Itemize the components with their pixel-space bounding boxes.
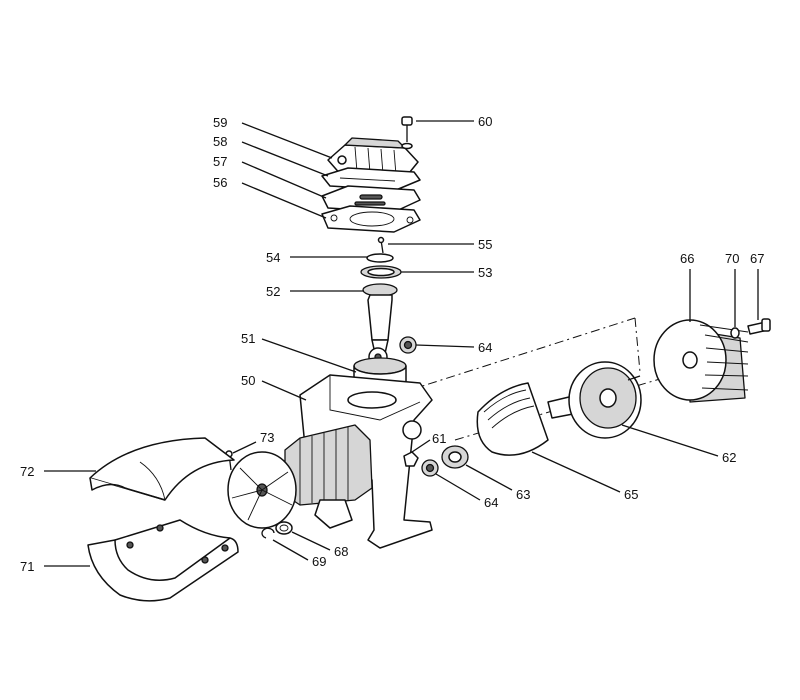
- callout-73: 73: [260, 430, 274, 445]
- callout-68: 68: [334, 544, 348, 559]
- callout-58: 58: [213, 134, 227, 149]
- part-52-connecting-rod: [362, 283, 398, 367]
- callout-60: 60: [478, 114, 492, 129]
- callout-54: 54: [266, 250, 280, 265]
- assembly-axis-lines: [409, 317, 691, 441]
- part-65-drive-belt: [476, 382, 549, 456]
- callout-71: 71: [20, 559, 34, 574]
- callout-67: 67: [750, 251, 764, 266]
- motor-fan: [227, 451, 297, 529]
- callout-59: 59: [213, 115, 227, 130]
- callout-57: 57: [213, 154, 227, 169]
- callout-70: 70: [725, 251, 739, 266]
- callout-50: 50: [241, 373, 255, 388]
- callout-61: 61: [432, 431, 446, 446]
- callout-66: 66: [680, 251, 694, 266]
- part-54-piston-disc: [366, 253, 394, 263]
- callout-labels: 59 58 57 56 60 55 54 53 52 51 64 50 66 7…: [20, 114, 764, 574]
- callout-69: 69: [312, 554, 326, 569]
- callout-65: 65: [624, 487, 638, 502]
- leader-lines: [44, 120, 759, 567]
- part-58-head-gasket: [321, 167, 421, 191]
- part-66-flywheel: [653, 319, 749, 403]
- callout-52: 52: [266, 284, 280, 299]
- motor-stator-rotor: [284, 424, 373, 529]
- part-55-circlip: [377, 236, 385, 254]
- callout-56: 56: [213, 175, 227, 190]
- part-56-cylinder-gasket: [321, 205, 421, 233]
- part-64-bearing-upper: [399, 336, 417, 354]
- callout-51: 51: [241, 331, 255, 346]
- part-69-circlip: [261, 527, 275, 539]
- part-63-bearing: [441, 445, 469, 469]
- callout-64-lower: 64: [484, 495, 498, 510]
- part-70-washer: [730, 327, 740, 339]
- callout-64-upper: 64: [478, 340, 492, 355]
- callout-72: 72: [20, 464, 34, 479]
- part-60-head-bolt: [401, 116, 413, 150]
- callout-55: 55: [478, 237, 492, 252]
- part-71-lower-belt-guard: [87, 519, 239, 602]
- part-68-washer: [275, 521, 293, 535]
- callout-53: 53: [478, 265, 492, 280]
- callout-63: 63: [516, 487, 530, 502]
- part-62-crankshaft-pulley: [547, 361, 642, 439]
- part-67-bolt: [747, 318, 771, 335]
- part-72-upper-belt-guard: [89, 437, 235, 501]
- part-61-nut: [403, 451, 419, 467]
- part-64-bearing-lower: [421, 459, 439, 477]
- callout-62: 62: [722, 450, 736, 465]
- part-57-valve-plate: [321, 185, 421, 213]
- part-53-piston-ring: [360, 265, 402, 279]
